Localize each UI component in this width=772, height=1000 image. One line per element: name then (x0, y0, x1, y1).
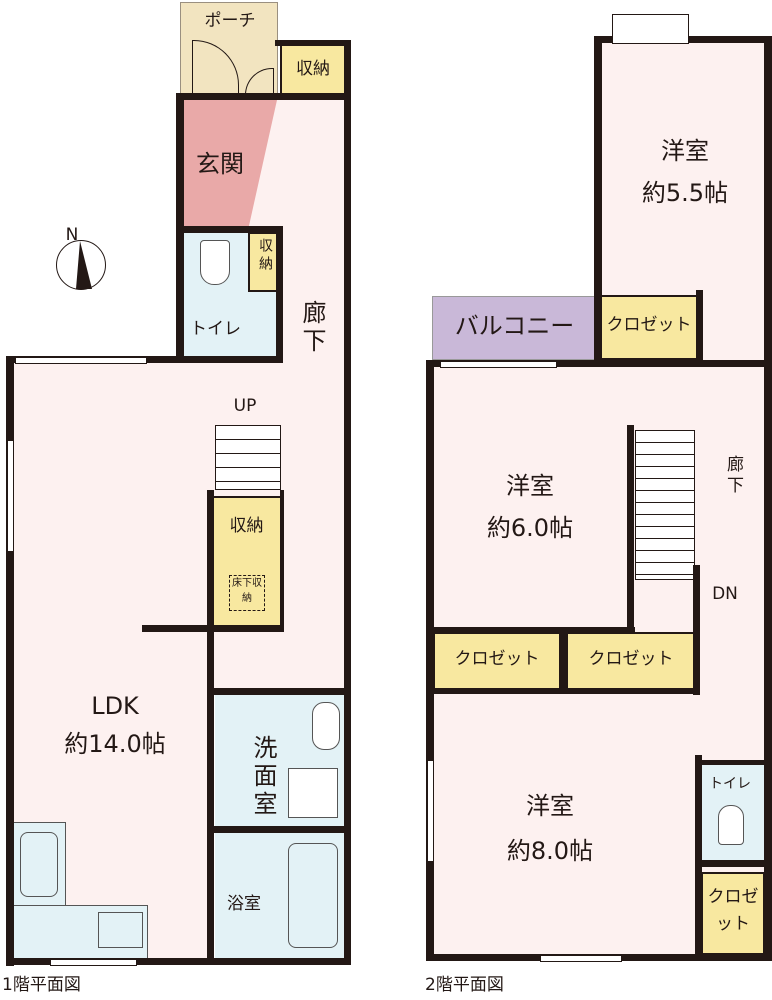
closet-a (600, 295, 698, 360)
washroom-label: 洗面室 (249, 735, 277, 819)
ldk-label: LDK (91, 692, 139, 720)
wall (430, 688, 700, 694)
wall (276, 226, 283, 361)
stairs-up-label: UP (233, 396, 257, 416)
wall (764, 36, 772, 961)
window[interactable] (15, 357, 147, 364)
stove-icon (98, 912, 143, 948)
balcony-label: バルコニー (454, 312, 575, 340)
window[interactable] (540, 955, 622, 962)
wall (430, 627, 635, 633)
room-b-size: 約6.0帖 (486, 514, 574, 542)
wall (688, 36, 772, 43)
wall (280, 490, 284, 632)
wall (6, 958, 351, 965)
closet-d-label: クロゼット (707, 887, 759, 935)
toilet-fixture-icon (200, 240, 230, 285)
ldk-size: 約14.0帖 (64, 730, 166, 758)
bay-window[interactable] (612, 14, 689, 44)
wall (594, 36, 602, 366)
room-c-name: 洋室 (526, 792, 574, 820)
entrance-label: 玄関 (196, 150, 244, 178)
wall (695, 755, 702, 955)
window[interactable] (440, 361, 557, 368)
closet-a-label: クロゼット (606, 315, 692, 335)
floor1-caption: 1階平面図 (2, 975, 81, 995)
bathroom-label: 浴室 (227, 894, 261, 914)
window[interactable] (427, 760, 434, 862)
wall (693, 565, 700, 695)
wall (627, 425, 634, 630)
wall (142, 625, 284, 632)
wall (426, 360, 772, 367)
room-a-name: 洋室 (661, 137, 709, 165)
closet-b-label: クロゼット (454, 649, 540, 669)
floor2-caption: 2階平面図 (425, 975, 504, 995)
toilet-storage-label: 収納 (257, 238, 273, 274)
stairs-dn-label: DN (712, 584, 738, 604)
toilet-2f-label: トイレ (709, 776, 751, 792)
closet-c-label: クロゼット (588, 649, 674, 669)
room-b-name: 洋室 (506, 472, 554, 500)
wall (696, 290, 703, 362)
storage-top-label: 収納 (296, 59, 330, 79)
wall (561, 627, 567, 692)
wall (344, 40, 351, 965)
washbasin-icon (312, 702, 340, 750)
kitchen-counter-lower (14, 905, 148, 960)
closet-d (701, 872, 765, 955)
compass-icon (56, 240, 106, 290)
porch-label: ポーチ (204, 11, 256, 31)
wall (594, 36, 612, 43)
wall (6, 356, 14, 966)
underfloor-storage-label: 床下収納 (229, 575, 265, 611)
wall (176, 226, 283, 233)
room-c-size: 約8.0帖 (506, 837, 594, 865)
bathroom (215, 833, 345, 958)
balcony (432, 296, 597, 360)
wall (207, 826, 351, 833)
wall (275, 40, 351, 46)
wall (695, 760, 770, 765)
hallway-1f-label: 廊下 (298, 300, 326, 356)
bathtub-icon (288, 843, 338, 948)
wall (426, 360, 434, 960)
hallway-2f-label: 廊下 (723, 455, 743, 497)
compass-north-label: N (65, 225, 79, 245)
storage-mid-label: 収納 (229, 516, 264, 536)
wall (207, 490, 214, 960)
sink-icon (20, 832, 58, 897)
stairs-2f[interactable] (635, 430, 695, 580)
washing-machine-icon (288, 768, 338, 818)
window[interactable] (50, 959, 137, 966)
wall (207, 688, 351, 695)
wall (695, 860, 770, 867)
stairs-1f[interactable] (215, 425, 281, 490)
wall (176, 93, 351, 100)
toilet-label: トイレ (190, 319, 241, 339)
room-a-size: 約5.5帖 (641, 179, 729, 207)
window[interactable] (7, 440, 14, 552)
toilet-fixture-icon (718, 805, 744, 845)
